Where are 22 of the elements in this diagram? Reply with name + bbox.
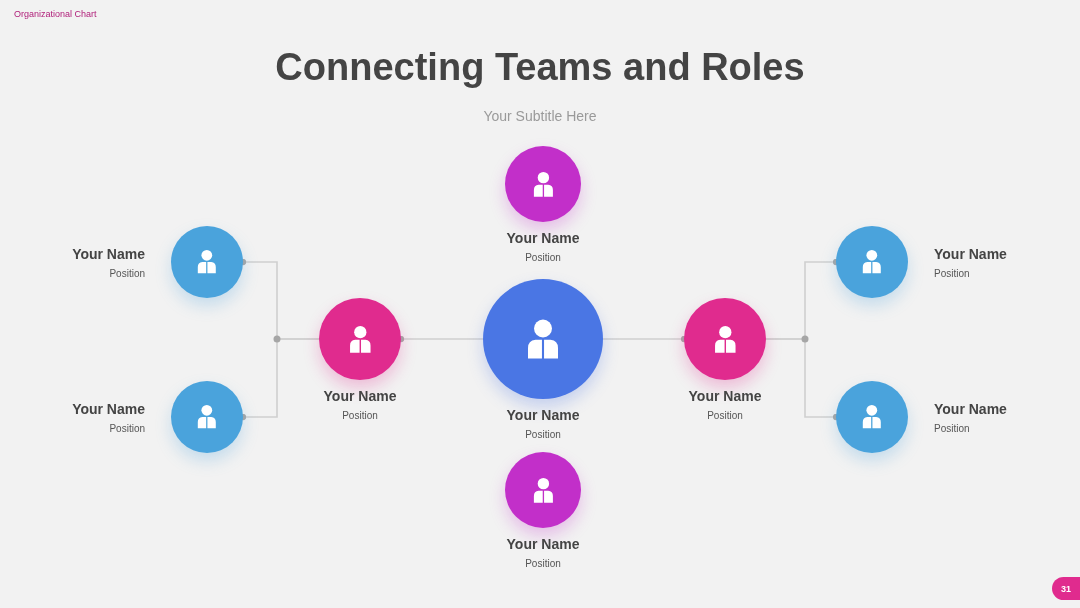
position-label: Position: [109, 267, 145, 279]
position-label: Position: [934, 267, 970, 279]
position-label: Position: [342, 410, 378, 421]
person-name: Your Name: [506, 536, 580, 552]
header-label: Organizational Chart: [14, 9, 97, 19]
person-name: Your Name: [506, 230, 580, 246]
subtitle: Your Subtitle Here: [482, 108, 598, 124]
person-name: Your Name: [72, 245, 145, 262]
person-name: Your Name: [934, 245, 1007, 262]
position-label: Position: [525, 252, 561, 263]
person-name: Your Name: [934, 400, 1007, 417]
position-label: Position: [525, 558, 561, 569]
position-label: Position: [707, 410, 743, 421]
position-label: Position: [934, 422, 970, 434]
person-name: Your Name: [323, 388, 397, 404]
person-name: Your Name: [688, 388, 762, 404]
position-label: Position: [525, 429, 561, 440]
page-number: 31: [1052, 577, 1080, 600]
person-name: Your Name: [72, 400, 145, 417]
position-label: Position: [109, 422, 145, 434]
title: Connecting Teams and Roles: [274, 46, 806, 89]
person-name: Your Name: [506, 407, 580, 423]
